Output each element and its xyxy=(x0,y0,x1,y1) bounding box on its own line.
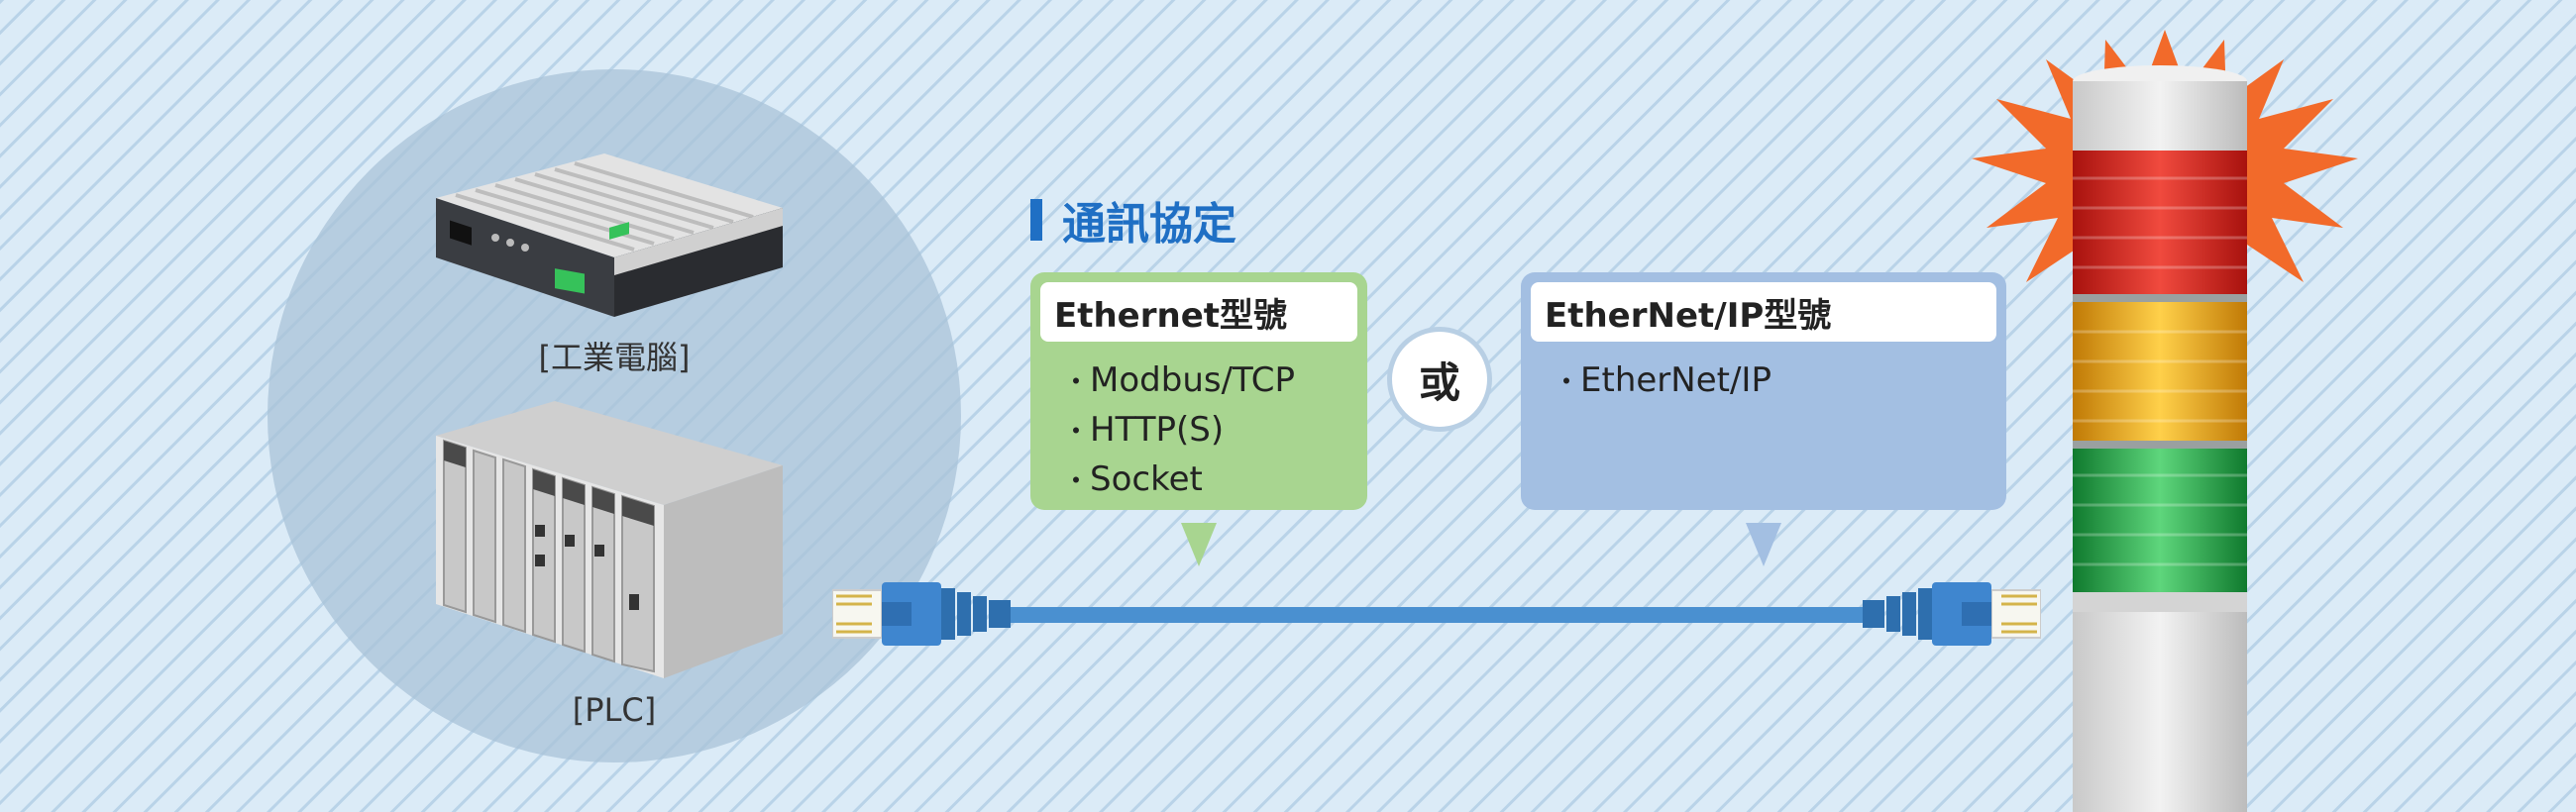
ethernet-protocol-list: Modbus/TCP HTTP(S) Socket xyxy=(1062,355,1357,504)
list-item: HTTP(S) xyxy=(1062,405,1357,455)
list-item: Socket xyxy=(1062,455,1357,504)
red-lamp xyxy=(2073,151,2247,294)
protocol-section-title: 通訊協定 xyxy=(1030,188,1236,252)
ethernet-model-card: Ethernet型號 Modbus/TCP HTTP(S) Socket xyxy=(1030,272,1367,510)
industrial-pc-label: [工業電腦] xyxy=(538,339,691,376)
ethernet-ip-card-pointer-icon xyxy=(1746,523,1781,566)
ethernet-card-heading: Ethernet型號 xyxy=(1040,282,1357,342)
list-item: EtherNet/IP xyxy=(1553,355,1996,405)
plc-label: [PLC] xyxy=(572,691,657,729)
amber-lamp xyxy=(2073,302,2247,441)
plc-icon xyxy=(436,401,783,678)
signal-tower-light xyxy=(2073,65,2247,812)
ethernet-cable xyxy=(832,582,2041,646)
ethernet-ip-card-heading: EtherNet/IP型號 xyxy=(1531,282,1996,342)
list-item: Modbus/TCP xyxy=(1062,355,1357,405)
left-rj45-plug xyxy=(832,582,1011,646)
industrial-pc-icon xyxy=(436,153,783,317)
title-accent-bar xyxy=(1030,199,1042,241)
ethernet-ip-protocol-list: EtherNet/IP xyxy=(1553,355,1996,405)
ethernet-card-pointer-icon xyxy=(1181,523,1217,566)
green-lamp xyxy=(2073,449,2247,592)
or-badge: 或 xyxy=(1387,327,1492,432)
ethernet-ip-model-card: EtherNet/IP型號 EtherNet/IP xyxy=(1521,272,2006,510)
right-rj45-plug xyxy=(1863,582,2041,646)
page-title: 通訊協定 xyxy=(1062,199,1236,250)
